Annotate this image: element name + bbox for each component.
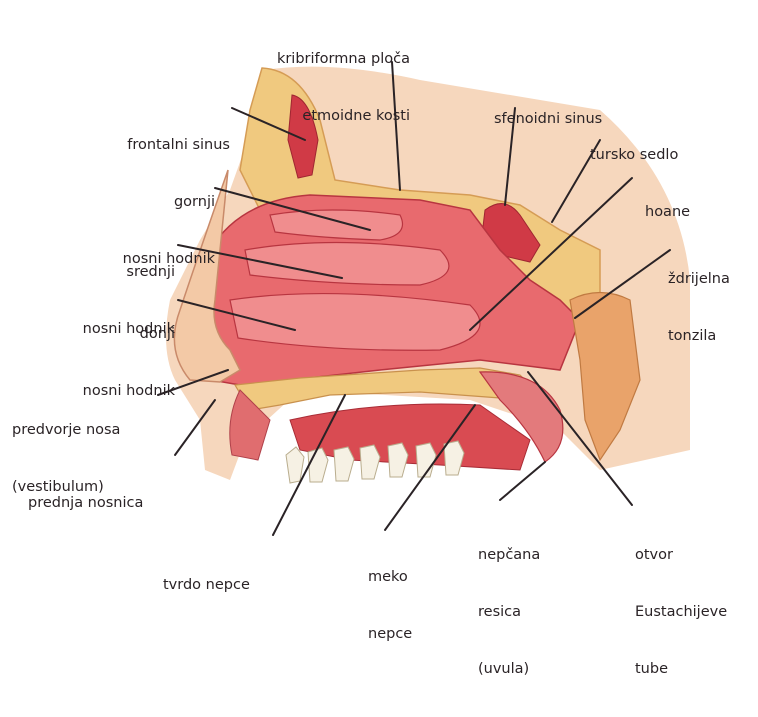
label-uvula: nepčana resica (uvula) — [478, 508, 558, 717]
tooth — [388, 443, 408, 477]
lower-concha — [230, 294, 480, 351]
label-line: nepce — [368, 625, 428, 644]
label-line: Eustachijeve — [635, 603, 755, 622]
tooth — [334, 447, 354, 481]
label-line: hoane — [645, 203, 725, 222]
label-soft-palate: meko nepce — [368, 530, 428, 682]
label-line: etmoidne kosti — [220, 107, 410, 126]
tooth — [444, 441, 464, 475]
label-line: gornji — [80, 193, 215, 212]
label-line: frontalni sinus — [85, 136, 230, 155]
label-pharyngeal-tonsil: ždrijelna tonzila — [668, 232, 758, 384]
label-line: meko — [368, 568, 428, 587]
label-line: donji — [40, 325, 175, 344]
label-line: prednja nosnica — [28, 494, 178, 513]
nasal-cavity-diagram: kribriformna ploča etmoidne kosti fronta… — [0, 0, 758, 568]
label-line: kribriformna ploča — [220, 50, 410, 69]
label-line: predvorje nosa — [12, 421, 162, 440]
label-eustachian-tube: otvor Eustachijeve tube — [635, 508, 755, 717]
label-line: ždrijelna — [668, 270, 758, 289]
tooth — [360, 445, 380, 479]
label-line: srednji — [40, 263, 175, 282]
label-line: tonzila — [668, 327, 758, 346]
tooth — [308, 448, 328, 482]
label-line: tvrdo nepce — [163, 576, 283, 595]
label-line: otvor — [635, 546, 755, 565]
label-hard-palate: tvrdo nepce — [163, 538, 283, 633]
tooth — [286, 447, 304, 483]
label-cribriform-plate: kribriformna ploča etmoidne kosti — [220, 12, 410, 164]
label-line: resica — [478, 603, 558, 622]
label-line: tursko sedlo — [590, 146, 720, 165]
label-anterior-nostril: prednja nosnica — [28, 456, 178, 551]
label-line: tube — [635, 660, 755, 679]
label-line: nepčana — [478, 546, 558, 565]
label-line: (uvula) — [478, 660, 558, 679]
